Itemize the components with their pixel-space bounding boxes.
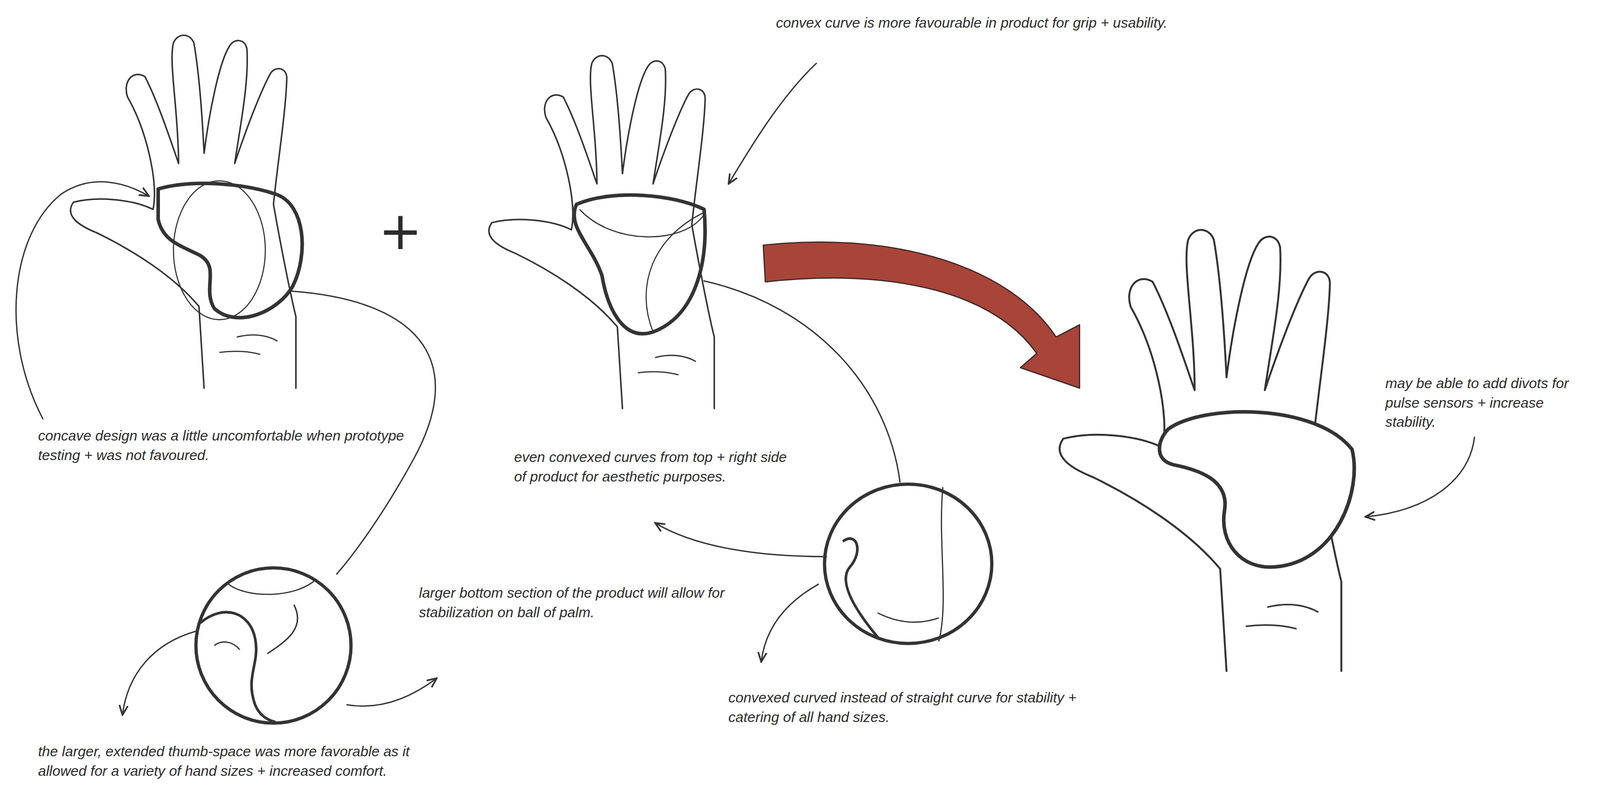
annotation-note: convexed curved instead of straight curv… [728,687,1119,727]
annotation-note: larger bottom section of the product wil… [418,583,743,622]
plus-sign: + [378,204,417,258]
convex-product [574,195,706,334]
annotation-note: convex curve is more favourable in produ… [775,13,1205,33]
annotation-note: the larger, extended thumb-space was mor… [38,741,448,781]
final-product [1159,411,1355,567]
hand-sketch [70,35,296,388]
annotation-note: may be able to add divots for pulse sens… [1385,373,1591,432]
red-arrow [763,241,1080,388]
annotation-note: concave design was a little uncomfortabl… [38,426,410,465]
concave-product [158,183,303,318]
hand-sketch [488,55,715,409]
annotation-note: even convexed curves from top + right si… [514,447,800,487]
